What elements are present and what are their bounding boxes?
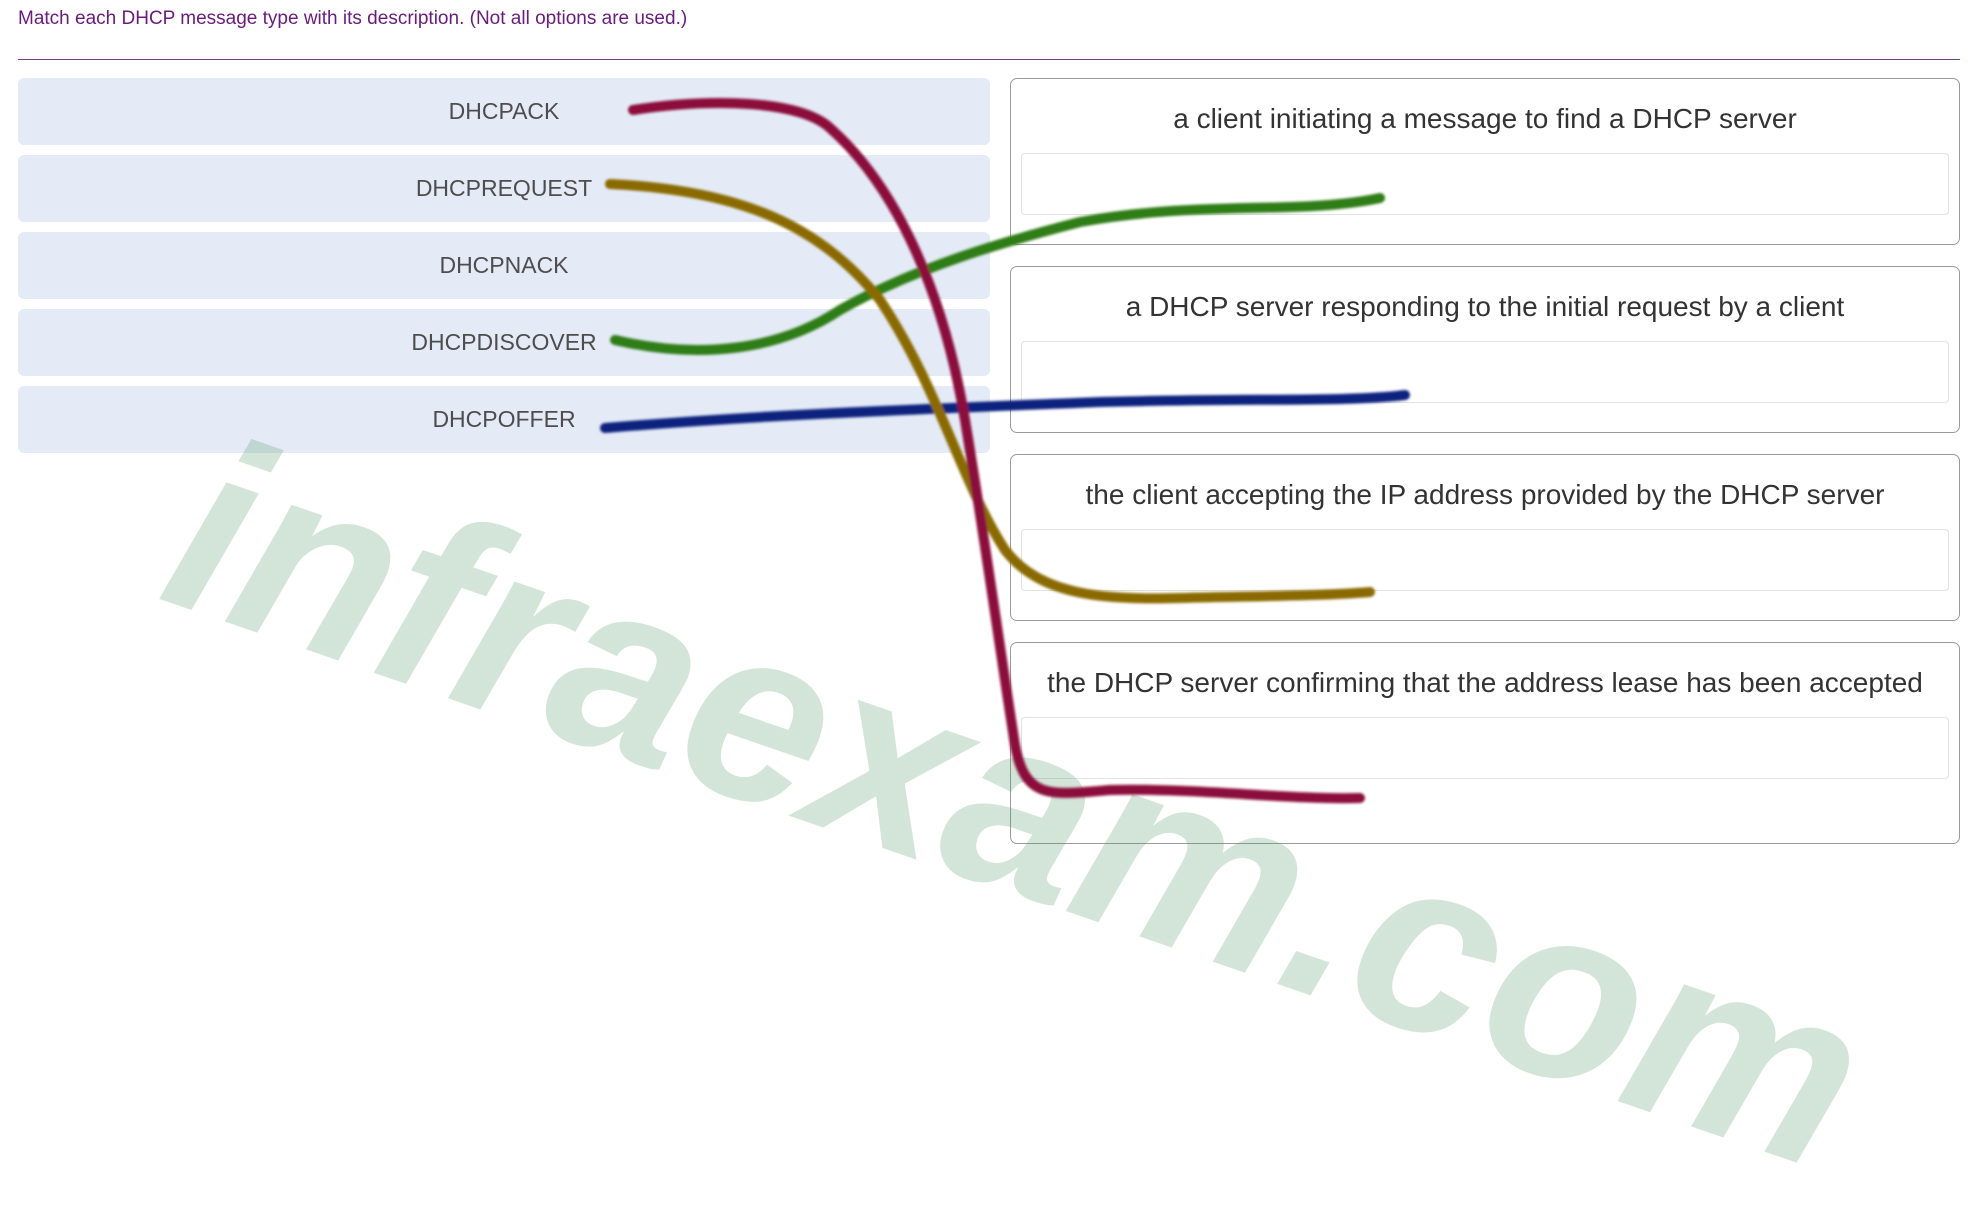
targets-list: a client initiating a message to find a … [1010, 78, 1960, 865]
target-card-4: the DHCP server confirming that the addr… [1010, 642, 1960, 844]
option-dhcpnack[interactable]: DHCPNACK [18, 232, 990, 299]
dropzone-4[interactable] [1021, 717, 1949, 779]
target-description-1: a client initiating a message to find a … [1173, 103, 1797, 134]
question-text: Match each DHCP message type with its de… [18, 8, 688, 29]
target-card-2: a DHCP server responding to the initial … [1010, 266, 1960, 433]
option-dhcpack[interactable]: DHCPACK [18, 78, 990, 145]
divider [18, 59, 1960, 60]
dropzone-2[interactable] [1021, 341, 1949, 403]
target-card-1: a client initiating a message to find a … [1010, 78, 1960, 245]
option-dhcpoffer[interactable]: DHCPOFFER [18, 386, 990, 453]
target-card-3: the client accepting the IP address prov… [1010, 454, 1960, 621]
option-dhcpdiscover[interactable]: DHCPDISCOVER [18, 309, 990, 376]
options-list: DHCPACK DHCPREQUEST DHCPNACK DHCPDISCOVE… [18, 78, 990, 463]
target-description-3: the client accepting the IP address prov… [1085, 479, 1885, 510]
target-description-2: a DHCP server responding to the initial … [1125, 291, 1845, 322]
target-description-4: the DHCP server confirming that the addr… [1047, 667, 1923, 698]
option-dhcprequest[interactable]: DHCPREQUEST [18, 155, 990, 222]
dropzone-1[interactable] [1021, 153, 1949, 215]
dropzone-3[interactable] [1021, 529, 1949, 591]
